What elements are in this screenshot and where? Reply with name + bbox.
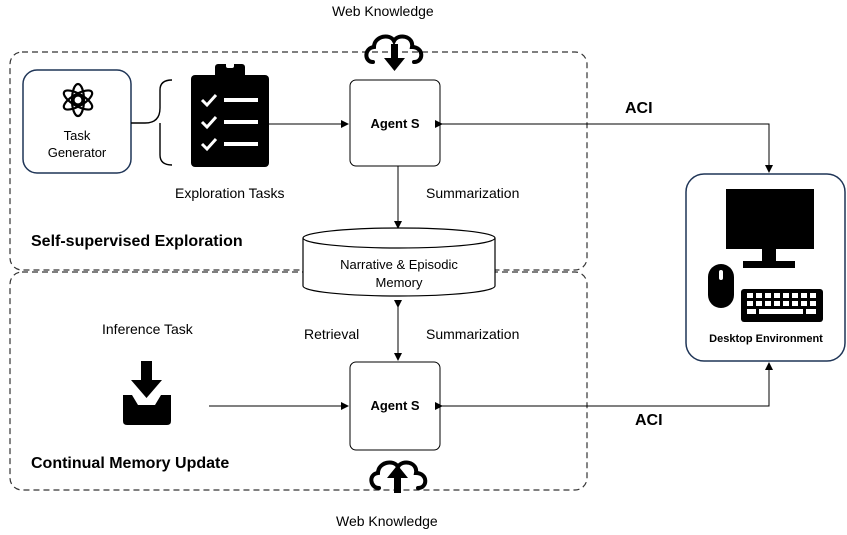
continual-memory-label: Continual Memory Update	[31, 455, 230, 472]
aci-top-label: ACI	[625, 100, 653, 117]
aci-top-connector	[435, 120, 773, 173]
memory-line2: Memory	[375, 275, 423, 290]
memory-label: Narrative & Episodic Memory	[299, 256, 499, 292]
mouse-icon	[708, 264, 734, 308]
self-supervised-region	[9, 51, 588, 271]
summarization-bottom-label: Summarization	[426, 326, 520, 342]
task-generator-box	[22, 69, 132, 174]
computer-monitor-icon	[726, 189, 814, 268]
inference-task-label: Inference Task	[102, 321, 193, 337]
memory-cylinder	[302, 227, 496, 297]
self-supervised-label: Self-supervised Exploration	[31, 233, 243, 250]
task-generator-label: Task Generator	[37, 127, 117, 161]
clipboard-checklist-icon	[191, 60, 269, 167]
task-bracket	[131, 79, 173, 166]
aci-bottom-label: ACI	[635, 412, 663, 429]
web-knowledge-bottom-label: Web Knowledge	[336, 513, 438, 529]
openai-logo-icon	[62, 82, 94, 118]
task-generator-line2: Generator	[47, 145, 107, 160]
keyboard-icon	[741, 289, 823, 322]
summarization-top-label: Summarization	[426, 185, 520, 201]
continual-update-region	[9, 271, 588, 491]
agent-s-top-label: Agent S	[370, 116, 420, 131]
retrieval-label: Retrieval	[304, 326, 360, 342]
desktop-environment-label: Desktop Environment	[709, 333, 823, 345]
aci-bottom-connector	[435, 362, 773, 410]
memory-line1: Narrative & Episodic	[340, 257, 458, 272]
cloud-upload-icon	[369, 460, 428, 493]
task-generator-line1: Task	[63, 128, 91, 143]
agent-s-bottom-label: Agent S	[370, 398, 420, 413]
web-knowledge-top-label: Web Knowledge	[332, 3, 434, 19]
download-tray-icon	[123, 361, 171, 425]
exploration-tasks-label: Exploration Tasks	[175, 185, 285, 201]
cloud-download-icon	[364, 34, 424, 71]
